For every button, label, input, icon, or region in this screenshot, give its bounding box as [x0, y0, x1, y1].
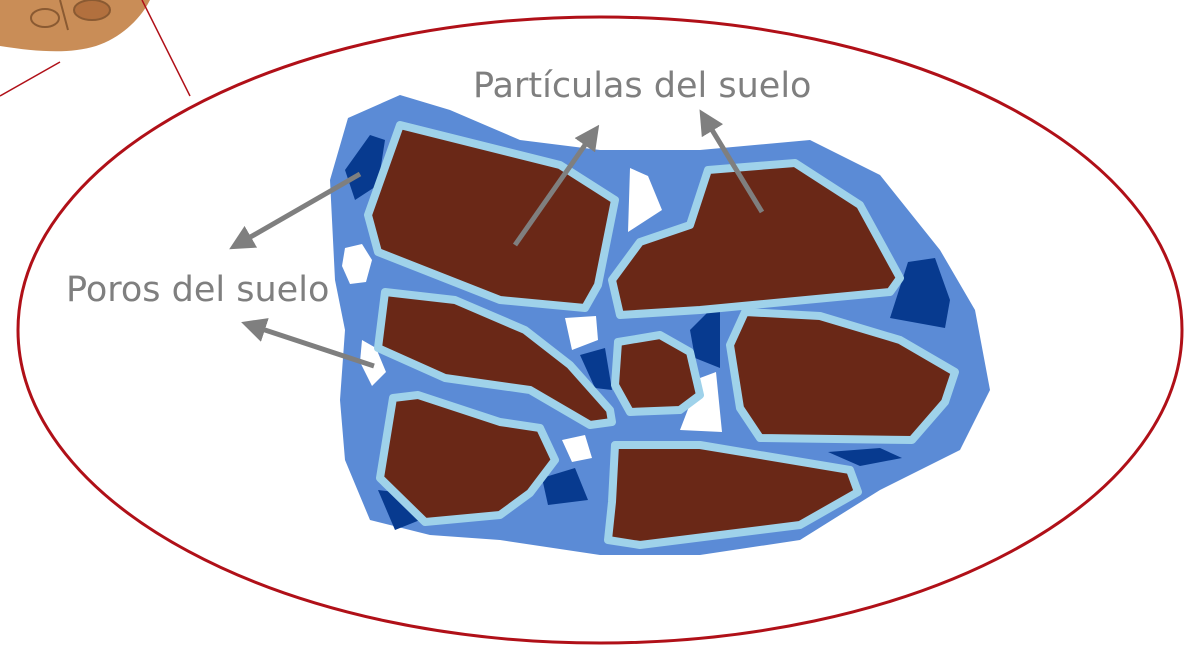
particles-label: Partículas del suelo [473, 66, 811, 106]
soil-particle [615, 335, 700, 412]
pores-label: Poros del suelo [66, 270, 329, 310]
inset-connector-line [142, 0, 190, 96]
inset-connector-line [0, 62, 60, 96]
inset-soil-sample [0, 0, 150, 51]
